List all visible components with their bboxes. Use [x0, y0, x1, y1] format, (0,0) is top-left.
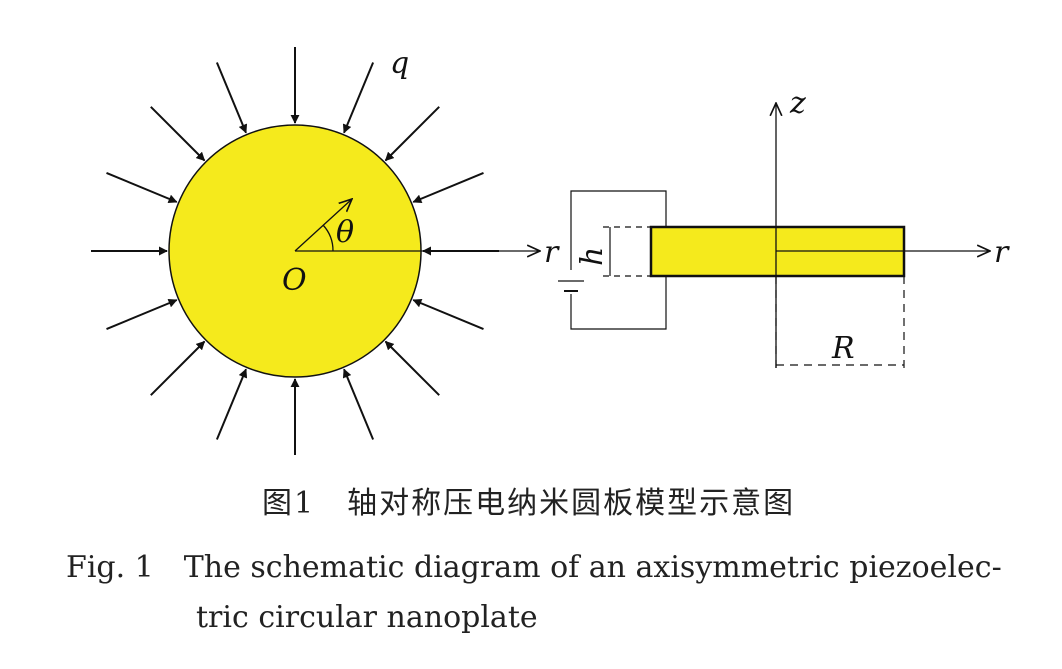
load-arrow [215, 62, 248, 134]
load-arrow [342, 62, 375, 134]
thickness-label: h [575, 247, 610, 266]
plate-top-view: q θ O r [91, 46, 560, 455]
caption-english-line2: tric circular nanoplate [196, 600, 538, 635]
caption-chinese: 图1 轴对称压电纳米圆板模型示意图 [262, 486, 796, 521]
load-arrow [342, 368, 375, 440]
radial-label-right: r [994, 235, 1010, 270]
caption-english-line1: Fig. 1 The schematic diagram of an axisy… [66, 550, 1002, 585]
radial-label-left: r [544, 235, 560, 270]
radius-label: R [831, 331, 855, 366]
angle-arc [322, 224, 334, 252]
load-arrow [384, 340, 440, 396]
load-arrow [412, 171, 484, 204]
load-arrow [106, 298, 178, 331]
load-label: q [390, 46, 409, 81]
angle-label: θ [336, 215, 354, 250]
load-arrow [150, 340, 206, 396]
load-arrow [150, 106, 206, 162]
electric-circuit [558, 190, 667, 330]
z-label: z [789, 86, 806, 121]
plate-cross-section: z r h R [558, 86, 1010, 368]
radial-load-arrows [91, 47, 499, 455]
load-arrow [106, 171, 178, 204]
origin-label: O [282, 263, 307, 298]
load-arrow [215, 368, 248, 440]
load-arrow [412, 298, 484, 331]
load-arrow [384, 106, 440, 162]
